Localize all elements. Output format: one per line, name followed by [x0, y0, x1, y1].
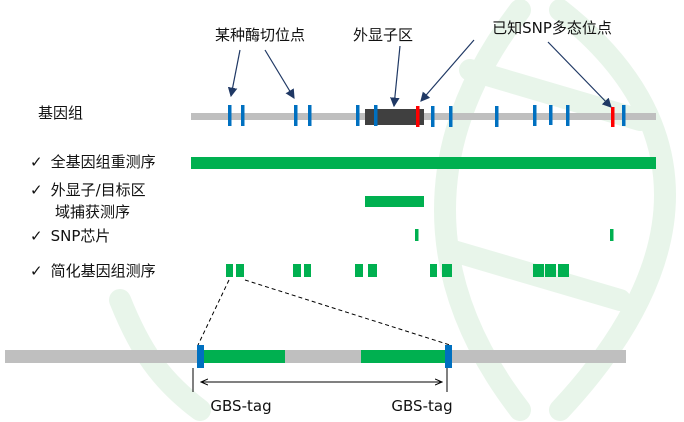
- snp-chip-coverage: [415, 229, 614, 241]
- method-snp-chip-label: ✓SNP芯片: [30, 227, 110, 245]
- genome-track: [191, 105, 656, 127]
- method-gbs-label: ✓简化基因组测序: [30, 262, 156, 280]
- exon-block: [365, 109, 424, 125]
- gbs-tag-right-label: GBS-tag: [391, 397, 452, 415]
- gbs-detail-track: [5, 345, 626, 368]
- gbs-coverage: [226, 264, 569, 277]
- known-snp-label: 已知SNP多态位点: [492, 19, 612, 37]
- method-wgs-label: ✓全基因组重测序: [30, 153, 156, 171]
- zoom-dashed-lines: [197, 279, 451, 346]
- enzyme-sites-label: 某种酶切位点: [215, 26, 305, 44]
- exon-region-label: 外显子区: [353, 26, 413, 44]
- annotation-arrows: [227, 39, 612, 108]
- gbs-span-marker: [192, 368, 448, 392]
- genome-label: 基因组: [38, 104, 83, 122]
- wgs-coverage: [191, 157, 656, 169]
- method-exome-label: ✓外显子/目标区: [30, 181, 146, 199]
- gbs-tag-left-label: GBS-tag: [210, 397, 271, 415]
- enzyme-sites: [228, 105, 626, 127]
- method-exome-label-line2: 域捕获测序: [55, 203, 130, 221]
- snp-sites: [416, 106, 615, 127]
- exome-coverage: [365, 196, 424, 207]
